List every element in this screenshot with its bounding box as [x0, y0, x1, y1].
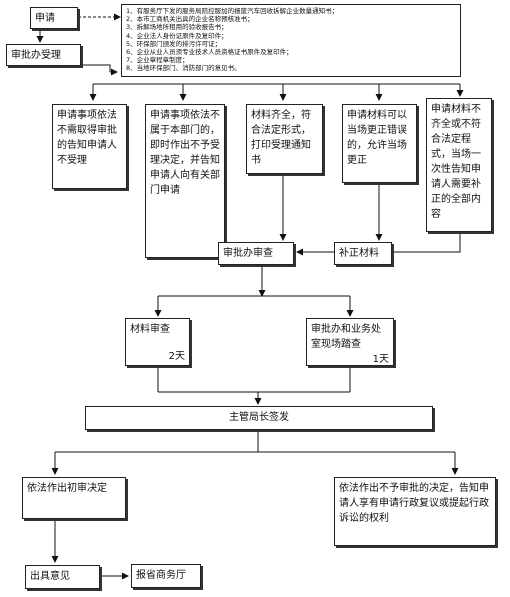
material-review-node: 材料审查 2天	[125, 318, 190, 366]
report-node: 报省商务厅	[131, 564, 201, 588]
approve-node: 依法作出初审决定	[22, 477, 126, 519]
accept-node: 审批办受理	[6, 44, 81, 66]
material-review-days: 2天	[168, 351, 185, 362]
materials-item: 8、当地环保部门、消防部门的意见书。	[126, 64, 241, 73]
not-dept-node: 申请事项依法不属于本部门的，即时作出不予受理决定，并告知申请人向有关部门申请	[145, 104, 225, 258]
reject-node: 依法作出不予审批的决定，告知申请人享有申请行政复议或提起行政诉讼的权利	[334, 477, 496, 546]
materials-item: 7、企业章程章制度；	[126, 56, 189, 65]
materials-item: 3、拆解场地所租用的验收报告书；	[126, 23, 228, 32]
materials-item: 1、有服务厅下发的服务局陪控服加的报废汽车回收拆解企业数量通知书；	[126, 7, 339, 15]
material-review-label: 材料审查	[130, 324, 170, 335]
site-check-node: 审批办和业务处室现场踏查 1天	[306, 318, 394, 366]
incomplete-node: 申请材料不齐全或不符合法定程式，当场一次性告知申请人需要补正的全部内容	[426, 98, 492, 232]
materials-item: 6、企业从业人员须专业技术人员资格证书原件及复印件；	[126, 48, 293, 57]
complete-node: 材料齐全，符合法定形式，打印受理通知书	[246, 104, 323, 174]
correctable-node: 申请材料可以当场更正错误的，允许当场更正	[342, 104, 417, 183]
materials-item: 5、环保部门颁发的排污许可证；	[126, 39, 222, 48]
apply-node: 申请	[30, 7, 78, 29]
supplement-node: 补正材料	[334, 242, 392, 265]
materials-item: 2、本市工商机关出具的企业名称预核准书；	[126, 15, 254, 24]
site-check-label: 审批办和业务处室现场踏查	[311, 324, 381, 350]
no-permit-node: 申请事项依法不需取得审批的告知申请人不受理	[52, 104, 127, 189]
materials-item: 4、企业法人身份证原件及复印件；	[126, 31, 228, 40]
review-node: 审批办审查	[218, 242, 294, 265]
materials-list: 1、有服务厅下发的服务局陪控服加的报废汽车回收拆解企业数量通知书； 2、本市工商…	[121, 4, 461, 77]
opinion-node: 出具意见	[25, 565, 100, 589]
site-check-days: 1天	[372, 354, 389, 365]
sign-node: 主管局长签发	[85, 406, 433, 430]
